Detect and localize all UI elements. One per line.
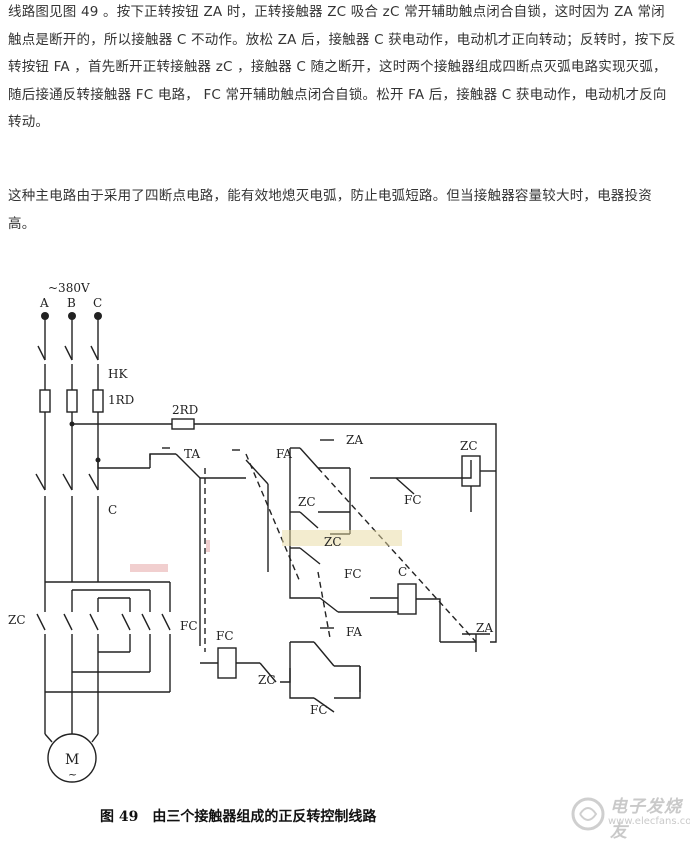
fuse-1rd-label: 1RD — [108, 393, 134, 407]
contactor-fc-main-label: FC — [180, 619, 198, 633]
circuit-diagram: ~380V A B C HK 1RD 2RD C ZC FC TA FA ZA … — [8, 281, 497, 783]
phase-b-label: B — [67, 296, 76, 310]
zc-bottom-contact-label: ZC — [258, 673, 276, 687]
motor-label: M — [65, 752, 79, 768]
watermark-logo-icon — [571, 797, 605, 831]
zc-aux-contact-label: ZC — [298, 495, 316, 509]
watermark: 电子发烧友 www.elecfans.com — [568, 792, 690, 842]
contactor-c-main-label: C — [108, 503, 117, 517]
forward-button-za-right-label: ZA — [476, 621, 493, 635]
zc-coil-label: ZC — [460, 439, 478, 453]
zc-mid-contact-label: ZC — [324, 535, 342, 549]
figure-caption: 图 49 由三个接触器组成的正反转控制线路 — [100, 809, 377, 825]
stop-button-ta-label: TA — [184, 447, 200, 461]
phase-a-label: A — [39, 296, 49, 310]
hk-label: HK — [108, 367, 128, 381]
fc-contact-label: FC — [404, 493, 422, 507]
phase-c-label: C — [93, 296, 102, 310]
motor-ac-symbol: ~ — [68, 768, 77, 781]
c-coil-label: C — [398, 565, 407, 579]
fc-coil-label: FC — [216, 629, 234, 643]
watermark-url: www.elecfans.com — [608, 816, 690, 827]
contactor-zc-main-label: ZC — [8, 613, 26, 627]
paragraph-1: 线路图见图 49 。按下正转按钮 ZA 时，正转接触器 ZC 吸合 zC 常开辅… — [8, 4, 676, 130]
voltage-label: ~380V — [48, 281, 90, 295]
forward-button-za-top-label: ZA — [346, 433, 363, 447]
fuse-2rd-label: 2RD — [172, 403, 198, 417]
paragraph-2: 这种主电路由于采用了四断点电路，能有效地熄灭电弧，防止电弧短路。但当接触器容量较… — [8, 188, 652, 232]
reverse-button-fa-top-label: FA — [276, 447, 292, 461]
reverse-button-fa-bottom-label: FA — [346, 625, 362, 639]
watermark-text: 电子发烧友 — [610, 797, 682, 842]
fc-bottom-contact-label: FC — [310, 703, 328, 717]
fc-mid-contact-label: FC — [344, 567, 362, 581]
